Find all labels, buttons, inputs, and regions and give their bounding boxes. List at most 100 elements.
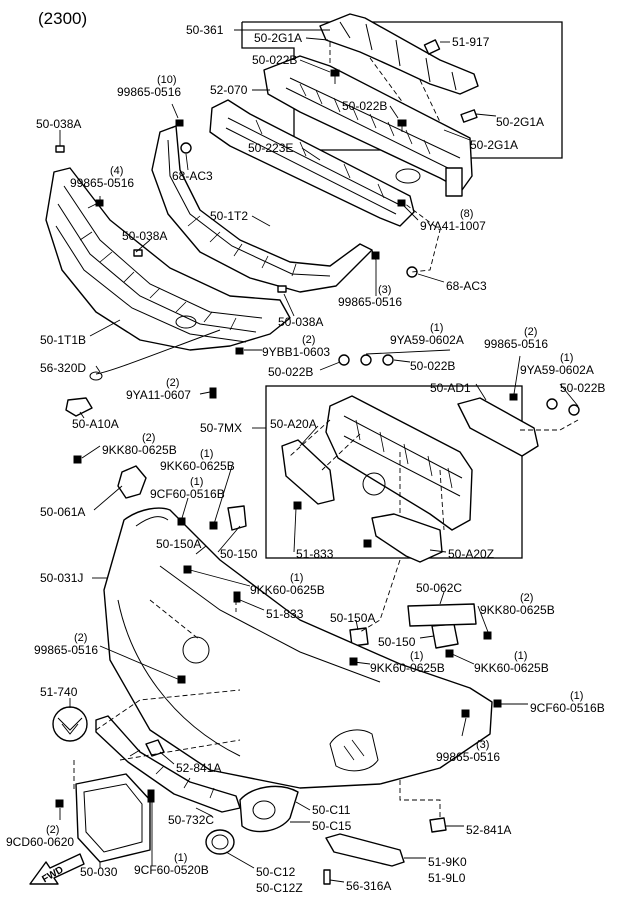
- part-label: 50-150A: [330, 611, 375, 625]
- part-label: 9KK80-0625B: [480, 603, 555, 617]
- part-label: 50-7MX: [200, 421, 242, 435]
- nut: [338, 354, 350, 366]
- alignment-lines: [73, 199, 579, 818]
- part-label: 50-022B: [268, 365, 313, 379]
- part-label: 50-C15: [312, 819, 352, 833]
- part-label: 51-740: [40, 685, 78, 699]
- part-label: 50-C12Z: [256, 881, 303, 895]
- part-label: 50-061A: [40, 505, 85, 519]
- part-quantity: (2): [46, 824, 59, 836]
- part-label: 50-A20Z: [448, 547, 494, 561]
- part-label: 50-022B: [560, 381, 605, 395]
- part-quantity: (1): [430, 322, 443, 334]
- part-label: 99865-0516: [484, 337, 548, 351]
- bracket-50-150-left: [227, 505, 247, 531]
- bolt: [397, 119, 407, 132]
- clip-52-841A-lower: [429, 817, 447, 833]
- emblem-51-740: [52, 706, 88, 742]
- part-quantity: (1): [410, 650, 423, 662]
- bolt: [330, 69, 340, 84]
- bolt: [73, 455, 82, 464]
- part-label: 99865-0516: [338, 295, 402, 309]
- bracket-50-061A: [117, 465, 147, 499]
- part-label: 99865-0516: [117, 85, 181, 99]
- part-label: 50-2G1A: [470, 138, 518, 152]
- rail-50-062C: [407, 603, 477, 627]
- part-label: 9CF60-0516B: [530, 701, 605, 715]
- part-label: 50-150A: [156, 537, 201, 551]
- nut: [546, 398, 558, 410]
- nut: [406, 266, 418, 278]
- bolt: [509, 393, 518, 401]
- part-label: 50-AD1: [430, 381, 471, 395]
- bracket-50-150-right: [431, 623, 459, 649]
- part-label: 9YA59-0602A: [390, 333, 464, 347]
- support-50-AD1: [457, 397, 539, 457]
- part-label: 99865-0516: [436, 750, 500, 764]
- part-label: 50-022B: [252, 53, 297, 67]
- bolt: [55, 799, 64, 808]
- part-quantity: (1): [560, 352, 573, 364]
- fwd-arrow: [29, 853, 85, 885]
- part-quantity: (2): [74, 632, 87, 644]
- part-label: 9YA59-0602A: [520, 363, 594, 377]
- part-quantity: (2): [302, 334, 315, 346]
- part-label: 50-150: [220, 547, 258, 561]
- part-label: 50-C12: [256, 865, 296, 879]
- part-quantity: (2): [142, 432, 155, 444]
- part-label: 9YA11-0607: [126, 388, 191, 402]
- bolt: [293, 501, 302, 510]
- part-label: 50-1T2: [210, 209, 248, 223]
- part-label: 50-C11: [312, 803, 351, 817]
- part-label: 50-223E: [248, 141, 293, 155]
- part-label: 9YA41-1007: [420, 219, 486, 233]
- part-label: 51-833: [266, 607, 304, 621]
- part-quantity: (1): [570, 690, 583, 702]
- bracket-50-A20A: [281, 439, 335, 505]
- part-quantity: (1): [190, 476, 203, 488]
- part-label: 50-022B: [342, 99, 387, 113]
- part-label: 9CF60-0520B: [134, 863, 209, 877]
- bolt: [171, 119, 184, 129]
- bolt: [363, 539, 372, 548]
- part-label: 50-038A: [122, 229, 167, 243]
- part-label: 50-361: [186, 23, 224, 37]
- part-label: 56-320D: [40, 361, 86, 375]
- part-label: 50-732C: [168, 813, 214, 827]
- garnish-51-9K0: [325, 833, 405, 867]
- part-label: 51-917: [452, 35, 490, 49]
- part-quantity: (2): [166, 377, 179, 389]
- fog-cover-50-C11: [239, 785, 299, 833]
- absorber-50-223E: [209, 99, 415, 227]
- nut: [360, 354, 372, 366]
- bolt: [461, 709, 470, 718]
- part-label: 50-A10A: [72, 417, 119, 431]
- part-quantity: (3): [378, 284, 391, 296]
- bolt: [493, 699, 502, 708]
- part-label: 68-AC3: [446, 279, 487, 293]
- part-label: 50-062C: [416, 581, 462, 595]
- clip: [277, 285, 287, 293]
- part-label: 50-2G1A: [254, 31, 302, 45]
- part-label: 9KK60-0625B: [160, 459, 235, 473]
- part-quantity: (1): [290, 572, 303, 584]
- cable-56-320D: [89, 329, 221, 381]
- part-label: 51-9L0: [428, 871, 466, 885]
- part-quantity: (10): [157, 74, 177, 86]
- bracket-50-A20Z: [371, 513, 443, 563]
- part-label: 99865-0516: [34, 643, 98, 657]
- bolt: [349, 657, 358, 666]
- bracket-50-150A-right: [349, 627, 369, 647]
- part-quantity: (2): [524, 326, 537, 338]
- reinforcement-50-1T2: [151, 125, 373, 293]
- part-label: 56-316A: [346, 879, 391, 893]
- part-label: 99865-0516: [70, 176, 134, 190]
- bolt: [483, 631, 492, 640]
- part-label: 52-841A: [176, 761, 221, 775]
- carrier-52-070: [263, 55, 473, 197]
- part-label: 50-031J: [40, 571, 83, 585]
- part-label: 51-9K0: [428, 855, 467, 869]
- bolt: [183, 565, 192, 574]
- leader-lines: [59, 29, 579, 883]
